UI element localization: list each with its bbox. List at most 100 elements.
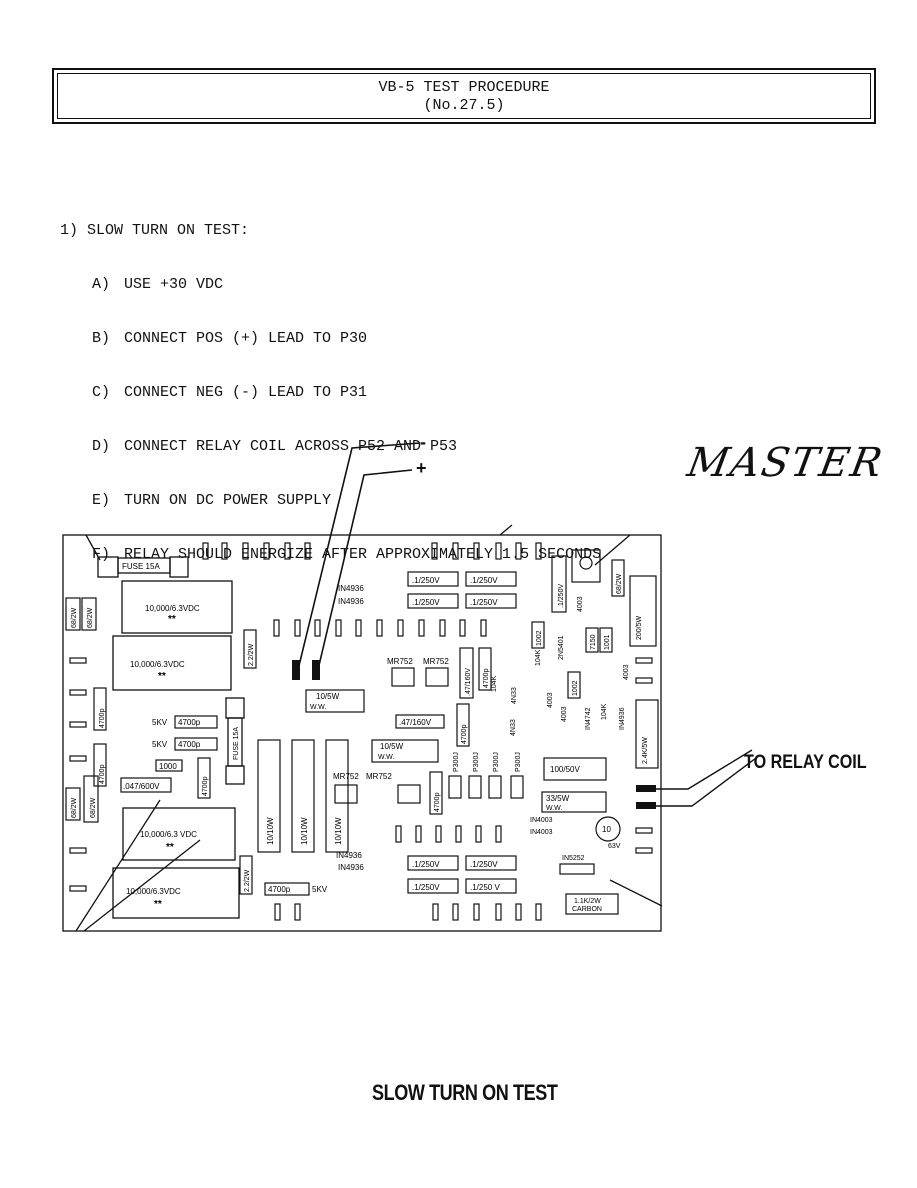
kv-label: 5KV: [152, 718, 168, 727]
diode-4003-b-label: IN4003: [530, 829, 553, 836]
diode-4003-a-label: IN4003: [530, 817, 553, 824]
step-text: CONNECT POS (+) LEAD TO P30: [124, 330, 368, 347]
cap-4700p-h-label: 4700p: [461, 724, 468, 744]
cap-1-250-vertical: [551, 555, 567, 613]
cap-4700p-i: [429, 771, 443, 815]
ww-label: W.W.: [378, 754, 394, 761]
cap-4700p-a-label: 4700p: [99, 708, 106, 728]
document-number: (No.27.5): [423, 97, 505, 114]
label-4n33: 4N33: [511, 687, 518, 704]
step-letter: C): [92, 384, 111, 401]
label-4003-d: 4003: [623, 664, 630, 680]
leader-line: [499, 524, 513, 536]
cap-1-250-g: [407, 878, 459, 894]
diode-4936-1-label: IN4936: [338, 584, 364, 593]
transistor-mount: [579, 556, 593, 570]
cap-4700p-d-label: 4700p: [178, 740, 201, 749]
cap-1000: [155, 759, 183, 772]
cap-4700p-b-label: 4700p: [99, 764, 106, 784]
terminal-p53: [636, 802, 656, 809]
capacitor-2-label: 10,000/6.3VDC: [130, 660, 185, 669]
relay-wire-1: [640, 749, 753, 790]
resistor-1k: [565, 893, 619, 915]
step-text: USE +30 VDC: [124, 276, 224, 293]
resistor-68-3: [611, 559, 625, 597]
resistor-10-5w-b-label: 10/5W: [380, 742, 404, 751]
cap-100-50: [543, 757, 607, 781]
cap-1-250-b: [465, 571, 517, 587]
resistor-10-5w-a-label: 10/5W: [316, 692, 340, 701]
lead-wire-plus: [315, 469, 413, 679]
leader-line: [75, 799, 161, 932]
resistor-22-2-label: 2.2/2W: [244, 869, 251, 892]
step-letter: B): [92, 330, 111, 347]
procedure-heading: 1) SLOW TURN ON TEST:: [60, 222, 250, 239]
capacitor-2: [112, 635, 232, 691]
capacitor-3: [122, 807, 236, 861]
label-104k: 104K: [491, 675, 498, 692]
relay-coil-label: TO RELAY COIL: [744, 752, 867, 773]
resistor-22-2: [239, 855, 253, 895]
pin-row-left: [69, 657, 87, 892]
label-104k-c: 104K: [601, 703, 608, 720]
carbon-label: CARBON: [572, 906, 602, 913]
label-4003-b: 4003: [547, 692, 554, 708]
leader-line: [83, 839, 201, 932]
procedure-step: E)TURN ON DC POWER SUPPLY: [60, 492, 601, 510]
cap-1-250-c: [407, 593, 459, 609]
step-text: CONNECT RELAY COIL ACROSS P52 AND P53: [124, 438, 458, 455]
diode-4936-2-label: IN4936: [338, 597, 364, 606]
diode-4936-3-label: IN4936: [336, 851, 362, 860]
resistor-7150: [585, 627, 599, 653]
leader-line: [594, 534, 631, 566]
p300j-c-label: P300J: [493, 752, 500, 772]
pin-row-right: [635, 657, 653, 854]
resistor-68-1-label-2: 68/2W: [87, 607, 94, 628]
label-4003: 4003: [577, 596, 584, 612]
cap-p300j-b: [468, 775, 482, 799]
terminal-p52: [636, 785, 656, 792]
resistor-10-10w-a-label: 10/10W: [266, 817, 275, 845]
cap-47-160-b: [459, 647, 474, 699]
cap-47-160-b-label: .47/160V: [465, 668, 472, 696]
cap-63v-label: 63V: [608, 843, 621, 850]
cap-1-250-f: [465, 855, 517, 871]
terminal-p30: [312, 660, 320, 680]
cap-4700p-g: [478, 647, 492, 691]
diode-4936-4-label: IN4936: [338, 863, 364, 872]
resistor-1002-b-label: 1002: [572, 680, 579, 696]
cap-p300j-a: [448, 775, 462, 799]
resistor-1002-a-label: 1002: [536, 630, 543, 646]
resistor-22-1-label: 2.2/2W: [248, 643, 255, 666]
pin-row-bottom: [274, 825, 542, 921]
step-text: TURN ON DC POWER SUPPLY: [124, 492, 332, 509]
step-letter: D): [92, 438, 111, 455]
leader-line: [609, 879, 663, 907]
title-box-inner: [57, 73, 871, 119]
capacitor-1-label: 10,000/6.3VDC: [145, 604, 200, 613]
resistor-7150-label: 7150: [590, 634, 597, 650]
rectifier-mr752-c: [334, 784, 358, 804]
resistor-1002-a: [531, 621, 545, 649]
title-box: VB-5 TEST PROCEDURE (No.27.5): [52, 68, 876, 124]
capacitor-4-stars: **: [154, 899, 162, 910]
resistor-68-2-label-2: 68/2W: [90, 797, 97, 818]
terminal-p31: [292, 660, 300, 680]
resistor-10-10w-c-label: 10/10W: [334, 817, 343, 845]
ww-label: W.W.: [310, 704, 326, 711]
lead-wire-minus: [295, 442, 421, 679]
resistor-68-2: [65, 787, 81, 821]
resistor-24k-5w: [635, 699, 659, 769]
pin-row-middle: [273, 619, 487, 637]
cap-4700p-e-label: 4700p: [202, 776, 209, 796]
cap-1-250-e-label: .1/250V: [412, 860, 440, 869]
cap-1-250-a-label: .1/250V: [412, 576, 440, 585]
fuse-top-label: FUSE 15A: [122, 562, 160, 571]
step-letter: F): [92, 546, 111, 563]
cap-4700p-g-label: 4700p: [483, 668, 490, 688]
cap-4700p-h: [456, 703, 470, 747]
resistor-10-5w-b: [371, 739, 439, 763]
cap-4700p-b: [93, 743, 107, 787]
mr752-b-label: MR752: [423, 657, 449, 666]
lead-minus-label: -: [420, 432, 426, 452]
